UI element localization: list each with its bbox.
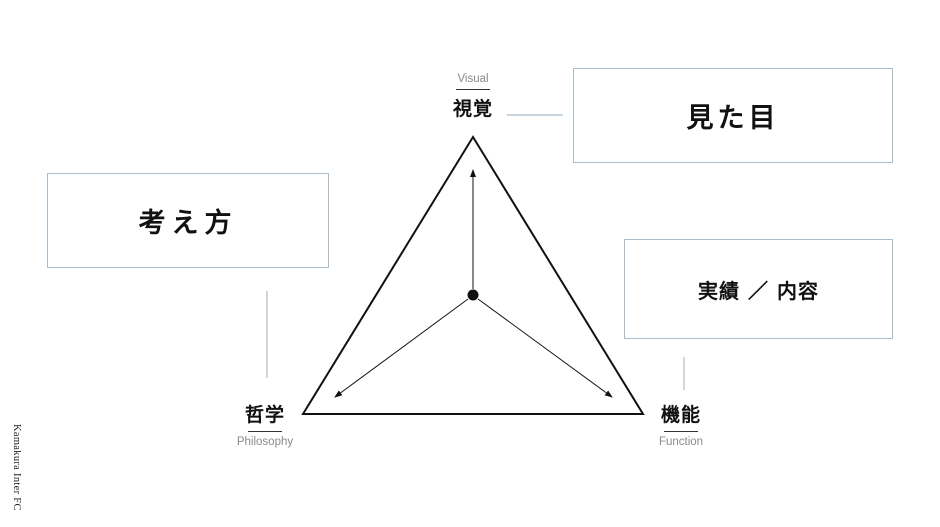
vertex-philosophy-jp: 哲学 bbox=[244, 404, 285, 426]
box-appearance-label: 見た目 bbox=[686, 103, 780, 134]
arrow-to-philosophy bbox=[334, 298, 469, 398]
center-dot bbox=[467, 289, 479, 301]
vertex-philosophy-en: Philosophy bbox=[236, 436, 294, 449]
vertex-visual-en: Visual bbox=[457, 73, 489, 85]
vertex-philosophy-rule bbox=[248, 431, 282, 433]
footer-brand: Kamakura Inter FC bbox=[11, 424, 22, 511]
vertex-function-jp: 機能 bbox=[660, 404, 701, 426]
vertex-function: 機能 Function bbox=[638, 400, 724, 448]
vertex-function-en: Function bbox=[658, 436, 704, 449]
vertex-function-rule bbox=[664, 431, 698, 433]
arrow-to-function bbox=[477, 298, 613, 398]
vertex-visual-rule bbox=[456, 89, 490, 91]
vertex-visual: Visual 視覚 bbox=[430, 73, 516, 121]
vertex-philosophy: 哲学 Philosophy bbox=[222, 400, 308, 448]
box-appearance: 見た目 bbox=[573, 68, 893, 163]
vertex-visual-jp: 視覚 bbox=[452, 98, 493, 121]
triangle-outline bbox=[301, 135, 645, 415]
box-achievements-content: 実績 ／ 内容 bbox=[624, 239, 893, 339]
box-way-of-thinking-label: 考え方 bbox=[138, 208, 238, 239]
box-achievements-content-label: 実績 ／ 内容 bbox=[698, 278, 819, 303]
box-way-of-thinking: 考え方 bbox=[47, 173, 329, 268]
